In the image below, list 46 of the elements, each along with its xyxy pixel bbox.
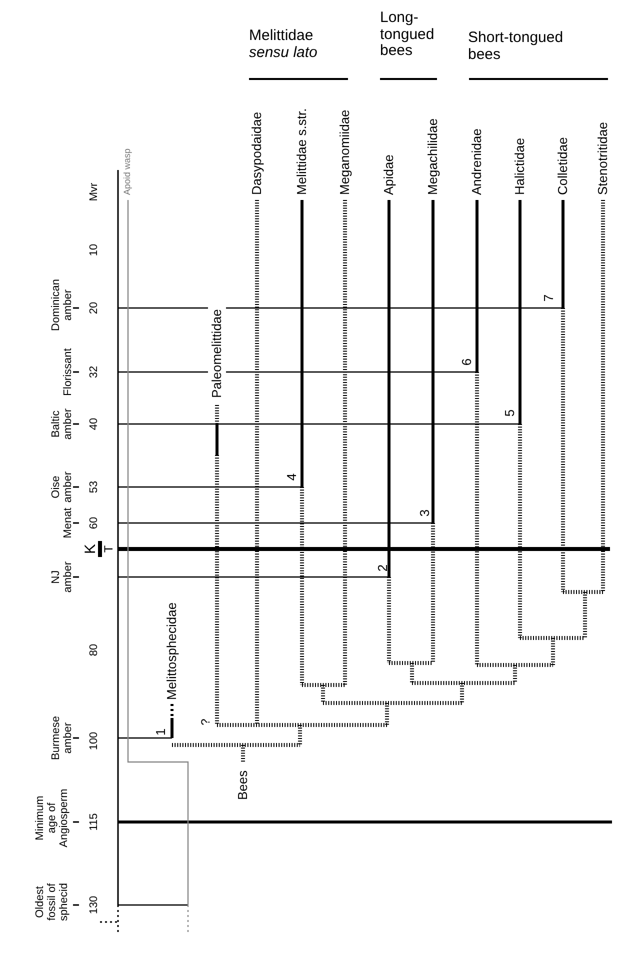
tick-label: 100 — [88, 732, 100, 750]
tick-label: 115 — [88, 813, 100, 831]
fossil-site-label: NJ amber — [50, 560, 74, 595]
tick-label: 60 — [88, 516, 100, 530]
node-number: 1 — [154, 728, 168, 736]
taxon-label: Megachilidae — [426, 118, 440, 195]
node-number: 5 — [502, 409, 518, 417]
tick-label: 40 — [88, 418, 100, 430]
fossil-site-label: Burmese amber — [50, 714, 74, 762]
node-number: 4 — [284, 473, 300, 481]
group-heading: Melittidae sensu lato — [249, 28, 318, 61]
fossil-site-label: Dominican amber — [50, 278, 74, 333]
fossil-site-label: Menat — [62, 508, 74, 538]
group-heading: Short-tongued bees — [468, 30, 564, 63]
boundary-label: T — [102, 545, 116, 553]
fossil-taxon-label: Melittosphecidae — [164, 602, 180, 700]
node-number: 3 — [418, 509, 432, 517]
node-number: 2 — [376, 564, 390, 572]
axis-unit-label: Mvr — [88, 182, 100, 202]
tick-label: 80 — [88, 644, 100, 656]
taxon-label: Meganomiidae — [338, 110, 352, 195]
node-number: 6 — [460, 358, 474, 366]
taxon-label: Stenotritidae — [596, 122, 610, 195]
fossil-site-label: Florissant — [62, 348, 74, 396]
tick-label: 10 — [88, 244, 100, 256]
event-label: Minimum age of Angiosperm — [34, 788, 70, 850]
taxon-label: Andrenidae — [470, 128, 484, 195]
tick-label: 20 — [88, 302, 100, 314]
fossil-taxon-label: Paleomelittidae — [210, 309, 224, 398]
tick-label: 53 — [88, 480, 100, 494]
question-mark: ? — [199, 718, 213, 726]
taxon-label: Melittidae s.str. — [294, 108, 310, 195]
taxon-label: Apoid wasp — [123, 148, 133, 195]
tick-label: 130 — [88, 896, 100, 914]
tick-label: 32 — [88, 366, 100, 378]
node-number: 7 — [542, 294, 556, 302]
boundary-label: K — [82, 544, 100, 554]
taxon-label: Apidae — [382, 154, 396, 195]
taxon-label: Halictidae — [512, 138, 528, 195]
event-label: Oldest fossil of sphecid — [34, 882, 70, 923]
taxon-label: Colletidae — [556, 137, 570, 195]
group-heading: Long-tongued bees — [380, 10, 436, 60]
fossil-site-label: Baltic amber — [50, 407, 74, 442]
clade-label: Bees — [236, 770, 250, 800]
fossil-site-label: Oise amber — [50, 470, 74, 505]
taxon-label: Dasypodaidae — [250, 112, 264, 195]
